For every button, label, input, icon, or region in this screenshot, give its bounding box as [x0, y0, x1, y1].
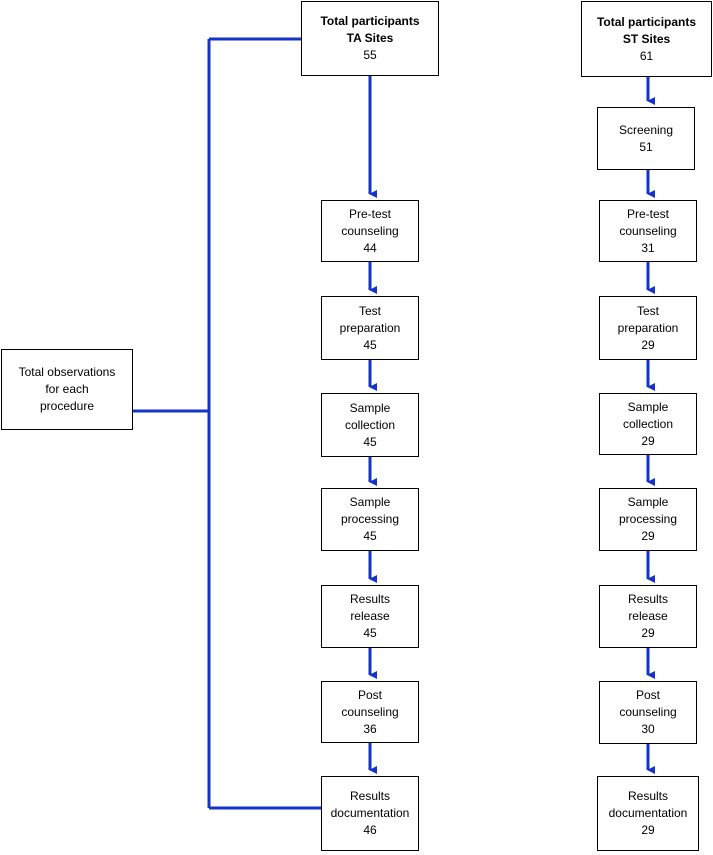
step-label: counseling	[341, 704, 399, 719]
step-label: collection	[344, 417, 396, 432]
box-text-line: for each	[45, 382, 89, 396]
st-post-counseling-box: Post counseling 30	[599, 681, 697, 744]
step-label: Results	[349, 592, 390, 606]
st-results-release-box: Results release 29	[599, 585, 697, 648]
ta-results-documentation-box: Results documentation 46	[321, 776, 419, 851]
step-label: Results	[627, 789, 668, 803]
ta-header-count: 55	[363, 48, 377, 62]
box-text-line: Total observations	[18, 365, 116, 379]
step-label: documentation	[330, 806, 410, 820]
step-count: 29	[641, 823, 655, 837]
ta-total-participants-box: Total participants TA Sites 55	[301, 1, 439, 76]
step-label: release	[628, 609, 668, 623]
step-label: Test	[358, 303, 381, 318]
st-header-count: 61	[639, 48, 654, 63]
step-count: 45	[363, 626, 377, 640]
st-sample-collection-box: Sample collection 29	[599, 393, 697, 455]
step-label: collection	[622, 416, 674, 431]
step-label: Results	[349, 789, 390, 803]
ta-test-preparation-box: Test preparation 45	[321, 296, 419, 360]
step-count: 45	[363, 337, 377, 352]
step-label: processing	[618, 512, 678, 526]
ta-sample-collection-box: Sample collection 45	[321, 393, 419, 457]
st-total-participants-box: Total participants ST Sites 61	[581, 1, 712, 77]
step-label: Results	[627, 592, 668, 606]
step-label: processing	[340, 512, 400, 526]
step-label: preparation	[339, 320, 401, 335]
ta-sample-processing-box: Sample processing 45	[321, 488, 419, 551]
step-label: Post	[357, 687, 382, 702]
step-label: counseling	[619, 705, 677, 719]
step-count: 36	[363, 721, 377, 736]
step-count: 29	[641, 529, 655, 543]
st-screening-box: Screening 51	[597, 107, 695, 170]
step-count: 44	[363, 240, 377, 255]
total-observations-box: Total observations for each procedure	[1, 349, 133, 430]
step-label: counseling	[341, 223, 399, 238]
st-pretest-counseling-box: Pre-test counseling 31	[599, 200, 697, 262]
step-label: Post	[635, 688, 660, 702]
step-label: release	[350, 609, 390, 623]
ta-results-release-box: Results release 45	[321, 585, 419, 648]
bracket-connector	[133, 37, 321, 810]
step-count: 29	[641, 337, 655, 352]
step-count: 31	[641, 240, 655, 255]
st-results-documentation-box: Results documentation 29	[597, 776, 699, 851]
step-label: Sample	[627, 495, 669, 509]
st-test-preparation-box: Test preparation 29	[599, 296, 697, 360]
step-label: preparation	[617, 320, 679, 335]
step-count: 29	[641, 626, 655, 640]
step-label: Sample	[349, 400, 391, 415]
st-header-subtitle: ST Sites	[622, 31, 671, 46]
box-text-line: procedure	[39, 399, 95, 413]
step-count: 46	[363, 823, 377, 837]
ta-post-counseling-box: Post counseling 36	[321, 681, 419, 743]
step-label: Pre-test	[626, 206, 669, 221]
step-label: Sample	[627, 399, 669, 414]
step-label: Sample	[349, 495, 391, 509]
st-sample-processing-box: Sample processing 29	[599, 488, 697, 551]
ta-header-title: Total participants	[320, 14, 420, 28]
step-count: 30	[641, 722, 655, 736]
ta-header-subtitle: TA Sites	[346, 31, 394, 45]
step-label: documentation	[608, 806, 688, 820]
st-header-title: Total participants	[596, 14, 697, 29]
step-label: Screening	[618, 122, 674, 137]
step-label: Pre-test	[348, 206, 391, 221]
step-count: 29	[641, 433, 655, 448]
step-count: 45	[363, 434, 377, 449]
ta-pretest-counseling-box: Pre-test counseling 44	[321, 200, 419, 262]
step-label: Test	[636, 303, 659, 318]
step-count: 45	[363, 529, 377, 543]
step-label: counseling	[619, 223, 677, 238]
step-count: 51	[639, 139, 653, 154]
